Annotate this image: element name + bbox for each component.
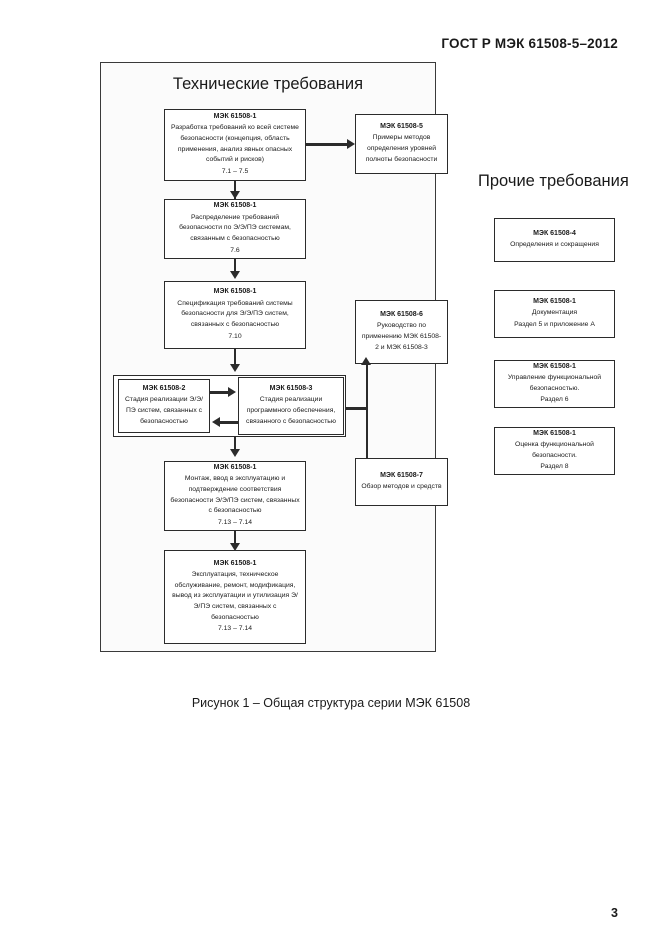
box-body: Стадия реализации Э/Э/ПЭ систем, связанн…: [125, 396, 203, 425]
box-clause: 7.13 – 7.14: [217, 625, 252, 633]
box-body: Обзор методов и средств: [361, 483, 442, 491]
box-61508-4-definitions: МЭК 61508-4 Определения и сокращения: [494, 218, 615, 262]
box-code: МЭК 61508-2: [142, 385, 186, 393]
box-body: Руководство по применению МЭК 61508-2 и …: [361, 322, 442, 351]
box-61508-6-guide: МЭК 61508-6 Руководство по применению МЭ…: [355, 300, 448, 364]
box-clause: Раздел 6: [540, 396, 569, 404]
arrowhead-down-realization: [229, 364, 240, 372]
box-code: МЭК 61508-1: [213, 559, 257, 567]
connector-allocation-to-specification: [233, 259, 237, 273]
box-61508-5-examples: МЭК 61508-5 Примеры методов определения …: [355, 114, 448, 174]
connector-software-to-realization: [218, 421, 238, 424]
box-body: Спецификация требований системы безопасн…: [177, 299, 293, 328]
box-code: МЭК 61508-1: [533, 362, 576, 370]
box-61508-2-realization: МЭК 61508-2 Стадия реализации Э/Э/ПЭ сис…: [118, 379, 210, 433]
technical-requirements-title: Технические требования: [172, 75, 364, 93]
box-code: МЭК 61508-4: [533, 230, 576, 238]
box-code: МЭК 61508-1: [213, 464, 257, 472]
document-standard-header: ГОСТ Р МЭК 61508-5–2012: [441, 36, 618, 51]
box-body: Распределение требований безопасности по…: [179, 213, 291, 242]
arrowhead-down-installation: [229, 449, 240, 457]
box-body: Разработка требований ко всей системе бе…: [171, 124, 299, 164]
connector-trunk-vertical: [365, 364, 369, 468]
connector-installation-to-operation: [233, 531, 237, 545]
box-body: Документация: [531, 309, 578, 317]
box-code: МЭК 61508-3: [269, 385, 313, 393]
box-61508-1-concept: МЭК 61508-1 Разработка требований ко все…: [164, 109, 306, 181]
connector-specification-to-realization: [233, 349, 237, 367]
box-61508-1-management: МЭК 61508-1 Управление функциональной бе…: [494, 360, 615, 408]
other-requirements-title: Прочие требования: [478, 172, 629, 190]
box-body: Определения и сокращения: [510, 241, 599, 249]
box-body: Стадия реализации программного обеспечен…: [246, 396, 336, 425]
arrowhead-up-guide: [361, 357, 372, 365]
box-body: Управление функциональной безопасностью.: [507, 373, 602, 392]
box-clause: Раздел 5 и приложение А: [514, 321, 595, 328]
box-code: МЭК 61508-6: [380, 311, 423, 319]
box-clause: Раздел 8: [540, 463, 569, 471]
box-clause: 7.13 – 7.14: [217, 519, 252, 527]
box-61508-7-overview: МЭК 61508-7 Обзор методов и средств: [355, 458, 448, 506]
box-61508-1-assessment: МЭК 61508-1 Оценка функциональной безопа…: [494, 427, 615, 475]
arrowhead-down-allocation: [229, 191, 240, 199]
box-body: Монтаж, ввод в эксплуатацию и подтвержде…: [170, 475, 300, 515]
arrowhead-left-realization: [212, 416, 220, 427]
connector-realization-to-software: [210, 391, 230, 394]
box-code: МЭК 61508-1: [533, 429, 576, 437]
box-clause: 7.6: [230, 246, 240, 254]
page-number: 3: [611, 906, 618, 920]
box-clause: 7.10: [228, 332, 242, 340]
box-code: МЭК 61508-1: [213, 202, 257, 210]
box-code: МЭК 61508-1: [533, 298, 576, 306]
arrowhead-right-software: [228, 386, 236, 397]
box-body: Оценка функциональной безопасности.: [515, 440, 594, 459]
box-61508-1-operation: МЭК 61508-1 Эксплуатация, техническое об…: [164, 550, 306, 644]
connector-pair-to-trunk: [346, 407, 368, 410]
box-61508-1-allocation: МЭК 61508-1 Распределение требований без…: [164, 199, 306, 259]
box-61508-3-software: МЭК 61508-3 Стадия реализации программно…: [238, 377, 344, 435]
arrowhead-down-specification: [229, 271, 240, 279]
box-code: МЭК 61508-1: [213, 288, 257, 296]
box-code: МЭК 61508-5: [380, 123, 423, 131]
box-61508-1-specification: МЭК 61508-1 Спецификация требований сист…: [164, 281, 306, 349]
arrowhead-down-operation: [229, 543, 240, 551]
box-code: МЭК 61508-7: [380, 472, 423, 480]
box-61508-1-installation: МЭК 61508-1 Монтаж, ввод в эксплуатацию …: [164, 461, 306, 531]
connector-concept-to-examples: [306, 143, 348, 146]
box-body: Эксплуатация, техническое обслуживание, …: [172, 570, 298, 621]
box-body: Примеры методов определения уровней полн…: [365, 134, 438, 163]
box-clause: 7.1 – 7.5: [221, 168, 249, 176]
arrowhead-right-examples: [347, 138, 355, 149]
figure-caption: Рисунок 1 – Общая структура серии МЭК 61…: [191, 696, 471, 710]
box-61508-1-documentation: МЭК 61508-1 Документация Раздел 5 и прил…: [494, 290, 615, 338]
connector-realization-to-installation: [233, 437, 237, 451]
box-code: МЭК 61508-1: [213, 113, 257, 121]
connector-concept-to-allocation: [233, 181, 237, 199]
